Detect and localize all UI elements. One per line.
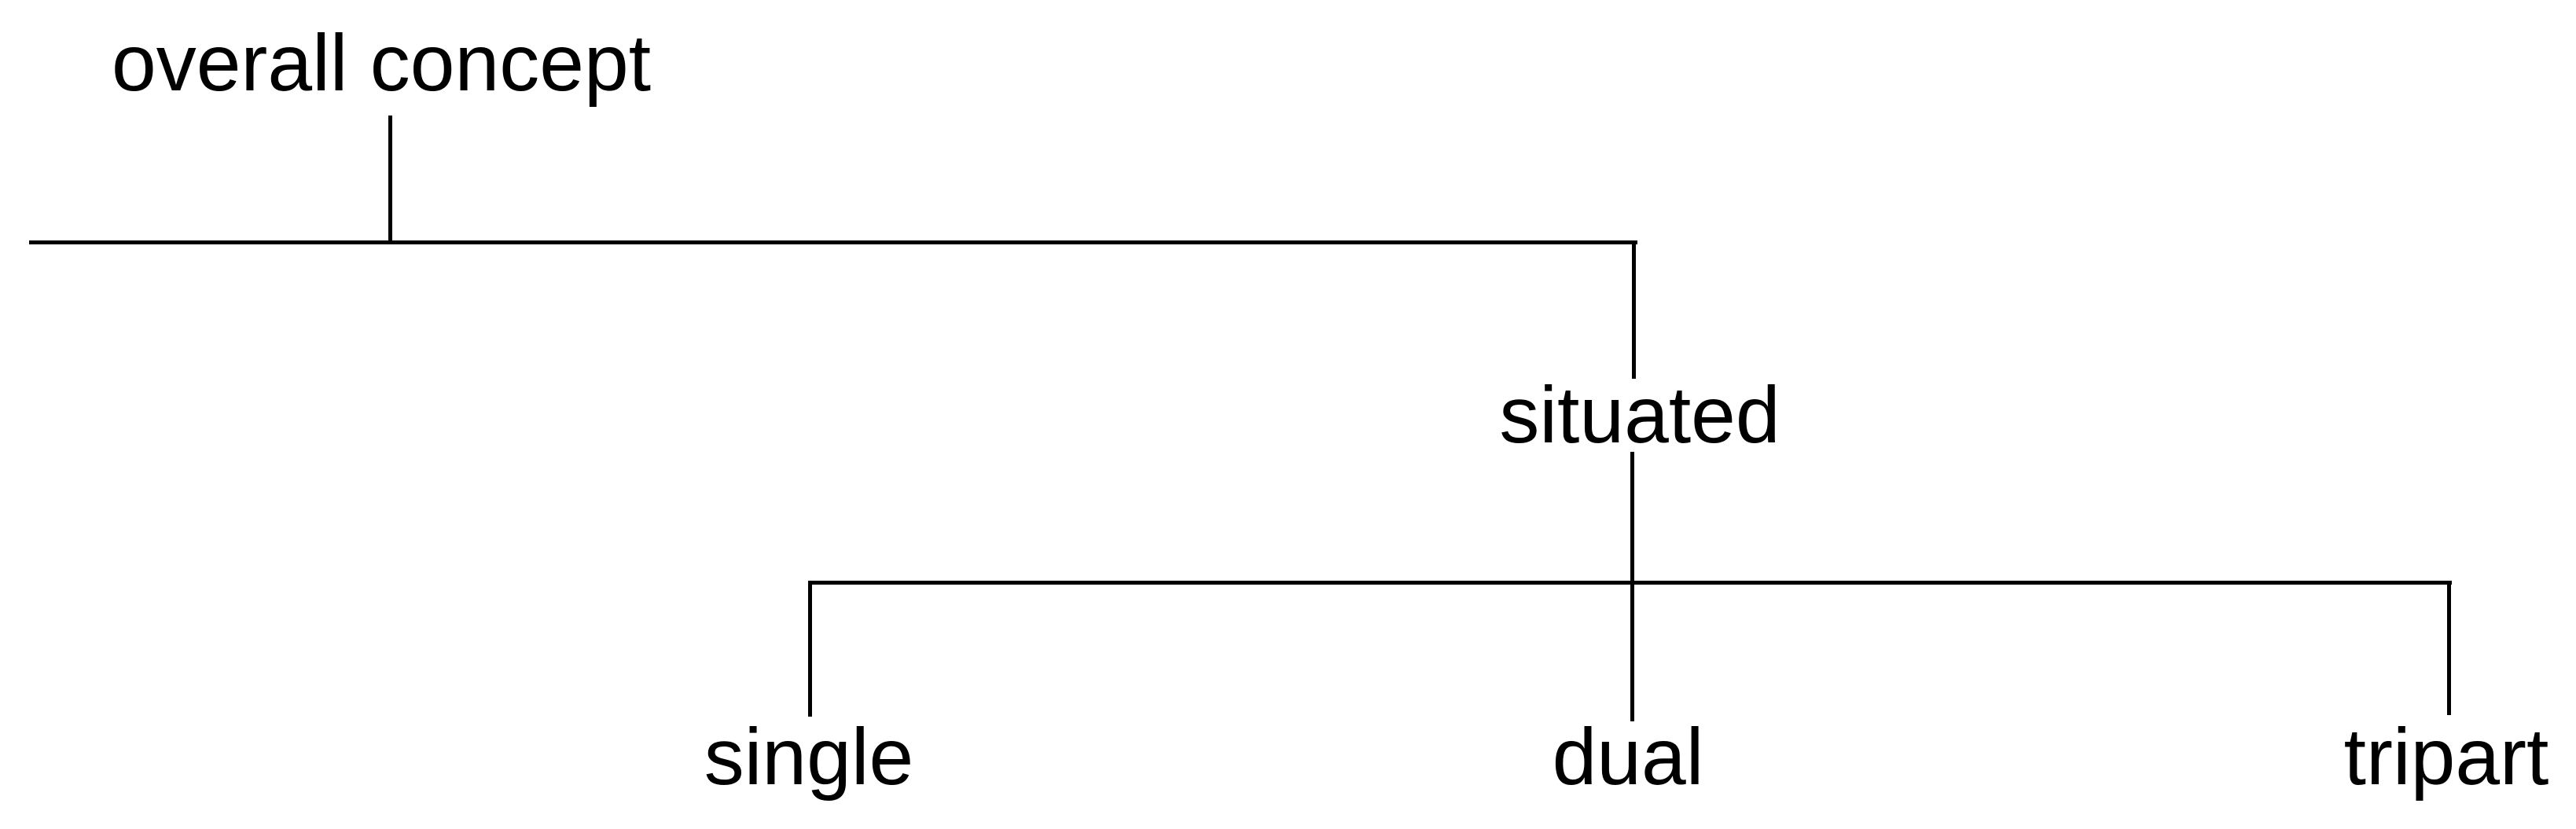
connector-level1-rail: [29, 240, 1637, 244]
connector-situated-stem-bottom: [1630, 452, 1634, 721]
node-single: single: [704, 712, 914, 801]
connector-situated-stem-top: [1632, 240, 1636, 379]
node-dual: dual: [1552, 712, 1704, 801]
node-situated: situated: [1499, 370, 1780, 460]
connector-level2-rail: [808, 581, 2452, 585]
node-tripart: tripart: [2343, 712, 2549, 801]
connector-overall-concept-stem: [388, 116, 392, 244]
node-overall-concept: overall concept: [111, 18, 652, 108]
connector-single-stem: [808, 581, 812, 717]
connector-tripart-stem: [2447, 581, 2451, 715]
